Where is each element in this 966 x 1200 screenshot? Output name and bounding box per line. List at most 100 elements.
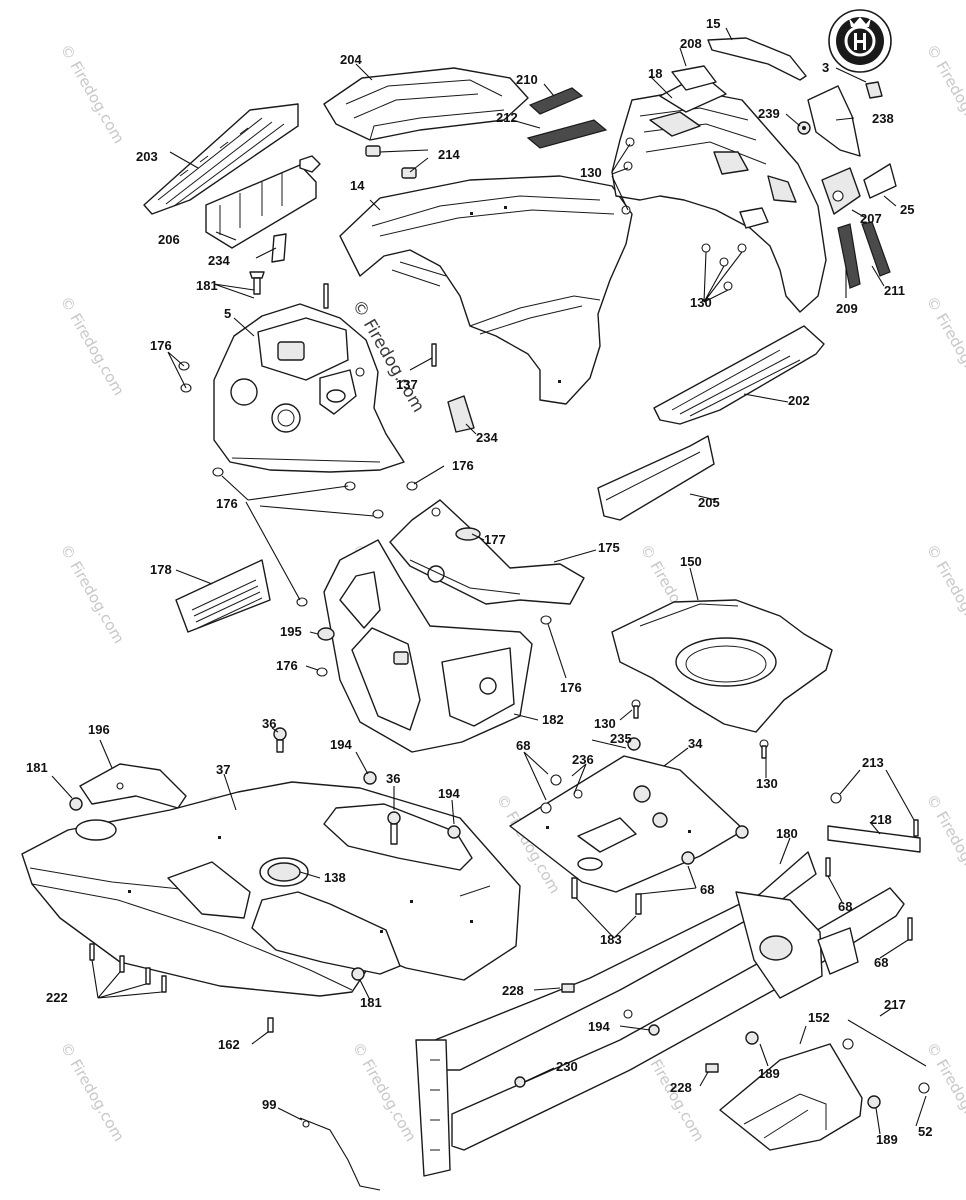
callout-208: 208 <box>680 36 702 51</box>
watermark-text: © Firedog.com <box>349 1039 420 1145</box>
screw-130-shield <box>631 699 769 759</box>
callout-205: 205 <box>698 495 720 510</box>
callout-181-b: 181 <box>26 760 48 775</box>
callout-18: 18 <box>648 66 662 81</box>
trim-strip-15 <box>707 37 807 81</box>
side-grille-210 <box>528 87 584 115</box>
grille-piece-211 <box>861 221 891 277</box>
watermark-text: © Firedog.com <box>923 541 966 647</box>
plate-177 <box>455 527 481 541</box>
callout-176-a: 176 <box>150 338 172 353</box>
callout-176-d: 176 <box>276 658 298 673</box>
callout-5: 5 <box>224 306 231 321</box>
fasteners-36-194 <box>273 727 461 845</box>
dash-mount-bracket-175 <box>389 499 585 605</box>
callout-68-b: 68 <box>700 882 714 897</box>
battery-tray-152 <box>719 1043 863 1151</box>
callout-207: 207 <box>860 211 882 226</box>
callout-68-d: 68 <box>874 955 888 970</box>
callout-130-c: 130 <box>594 716 616 731</box>
watermark-text: © Firedog.com <box>57 41 128 147</box>
screw-130-bumper <box>621 137 747 291</box>
screws-222-162 <box>89 943 274 1033</box>
dashboard-panel-5 <box>213 303 405 473</box>
callout-162: 162 <box>218 1037 240 1052</box>
rod-217 <box>842 1019 930 1094</box>
side-grille-212 <box>526 119 608 149</box>
callout-15: 15 <box>706 16 720 31</box>
front-bumper-18 <box>611 73 827 313</box>
callout-209: 209 <box>836 301 858 316</box>
label-234-lower <box>447 395 475 433</box>
callout-230: 230 <box>556 1059 578 1074</box>
callout-239: 239 <box>758 106 780 121</box>
callout-189-a: 189 <box>758 1066 780 1081</box>
callout-204: 204 <box>340 52 362 67</box>
callout-177: 177 <box>484 532 506 547</box>
callout-137: 137 <box>396 377 418 392</box>
callout-236: 236 <box>572 752 594 767</box>
callout-3: 3 <box>822 60 829 75</box>
watermark-text: © Firedog.com <box>923 791 966 897</box>
bolts-189 <box>745 1031 881 1109</box>
callout-34: 34 <box>688 736 703 751</box>
lower-grille-202 <box>653 325 825 425</box>
callout-211: 211 <box>884 283 905 298</box>
callout-130-a: 130 <box>580 165 602 180</box>
watermark-text: © Firedog.com <box>57 1039 128 1145</box>
callout-222: 222 <box>46 990 68 1005</box>
label-234-upper <box>271 233 287 263</box>
callout-234-b: 234 <box>476 430 498 445</box>
front-panel-205 <box>597 435 715 521</box>
grommet-239 <box>797 121 811 135</box>
callout-99: 99 <box>262 1097 276 1112</box>
callout-212: 212 <box>496 110 518 125</box>
grommet-195 <box>317 627 335 641</box>
bolt-181-footplate <box>69 797 365 981</box>
headlight-lens-25 <box>863 163 897 199</box>
callout-214: 214 <box>438 147 460 162</box>
callout-150: 150 <box>680 554 702 569</box>
callout-181-c: 181 <box>360 995 382 1010</box>
callout-labels: 15 3 204 208 210 18 212 239 238 203 214 … <box>26 16 932 1147</box>
grille-piece-209 <box>837 223 861 289</box>
headlight-bracket-238 <box>807 85 861 157</box>
callout-37: 37 <box>216 762 230 777</box>
bolts-68-183 <box>571 825 749 915</box>
callout-152: 152 <box>808 1010 830 1025</box>
callout-180: 180 <box>776 826 798 841</box>
callout-182: 182 <box>542 712 564 727</box>
footplate-37 <box>21 781 521 997</box>
callout-189-b: 189 <box>876 1132 898 1147</box>
watermark-text: © Firedog.com <box>57 541 128 647</box>
callout-218: 218 <box>870 812 892 827</box>
callout-36-a: 36 <box>262 716 276 731</box>
hood-assembly-14 <box>339 175 633 405</box>
seat-bracket-196 <box>79 763 187 809</box>
callout-130-d: 130 <box>756 776 778 791</box>
callout-238: 238 <box>872 111 894 126</box>
callout-52: 52 <box>918 1124 932 1139</box>
callout-130-b: 130 <box>690 295 712 310</box>
watermark-text: © Firedog.com <box>57 293 128 399</box>
hood-top-panel-204 <box>323 67 529 141</box>
frame-assembly-180 <box>415 851 905 1177</box>
callout-176-c: 176 <box>216 496 238 511</box>
husqvarna-crown-logo-icon <box>828 9 892 73</box>
bracket-206 <box>205 155 321 249</box>
grille-insert-203 <box>143 103 299 215</box>
hood-pin-137 <box>323 283 437 367</box>
callout-178: 178 <box>150 562 172 577</box>
callout-68-c: 68 <box>838 899 852 914</box>
callout-68-a: 68 <box>516 738 530 753</box>
headlight-207 <box>821 167 861 215</box>
callout-183: 183 <box>600 932 622 947</box>
callout-36-b: 36 <box>386 771 400 786</box>
callout-194-a: 194 <box>330 737 352 752</box>
callout-217: 217 <box>884 997 906 1012</box>
callout-203: 203 <box>136 149 158 164</box>
callout-228-a: 228 <box>502 983 524 998</box>
callout-213: 213 <box>862 755 884 770</box>
callout-195: 195 <box>280 624 302 639</box>
watermark-text: © Firedog.com <box>923 293 966 399</box>
